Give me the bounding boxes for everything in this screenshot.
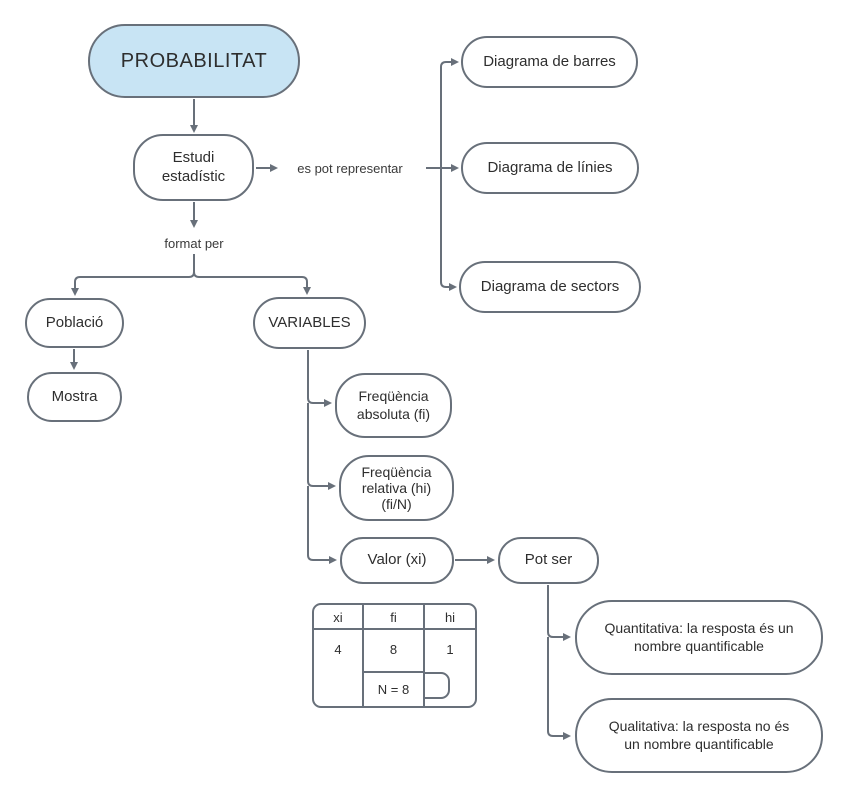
- node-variables: VARIABLES: [253, 297, 366, 349]
- table-header-divider: [314, 628, 475, 630]
- node-valor-xi: Valor (xi): [340, 537, 454, 584]
- node-mostra: Mostra: [27, 372, 122, 422]
- table-value-fi: 8: [389, 642, 398, 657]
- table-value-xi: 4: [334, 642, 342, 657]
- node-frequencia-relativa: Freqüència relativa (hi) (fi/N): [339, 455, 454, 521]
- table-column-divider: [423, 605, 425, 706]
- node-pot-ser: Pot ser: [498, 537, 599, 584]
- node-poblacio: Població: [25, 298, 124, 348]
- table-value-hi: 1: [446, 642, 454, 657]
- edge-label-format-per: format per: [164, 236, 224, 251]
- table-header-hi: hi: [444, 610, 456, 625]
- table-column-divider: [362, 605, 364, 706]
- node-quantitativa: Quantitativa: la resposta és un nombre q…: [575, 600, 823, 675]
- node-diagrama-de-barres: Diagrama de barres: [461, 36, 638, 88]
- node-diagrama-de-linies: Diagrama de línies: [461, 142, 639, 194]
- frequency-table: xi fi hi 4 8 1 N = 8: [312, 603, 477, 708]
- table-header-fi: fi: [390, 610, 397, 625]
- table-header-xi: xi: [333, 610, 343, 625]
- node-probabilitat: PROBABILITAT: [88, 24, 300, 98]
- node-qualitativa: Qualitativa: la resposta no és un nombre…: [575, 698, 823, 773]
- table-total-n: N = 8: [377, 682, 410, 697]
- table-corner-stub-box: [423, 672, 450, 699]
- table-total-divider: [362, 671, 425, 673]
- node-diagrama-de-sectors: Diagrama de sectors: [459, 261, 641, 313]
- node-estudi-estadistic: Estudi estadístic: [133, 134, 254, 201]
- edge-label-es-pot-representar: es pot representar: [297, 161, 403, 176]
- node-frequencia-absoluta: Freqüència absoluta (fi): [335, 373, 452, 438]
